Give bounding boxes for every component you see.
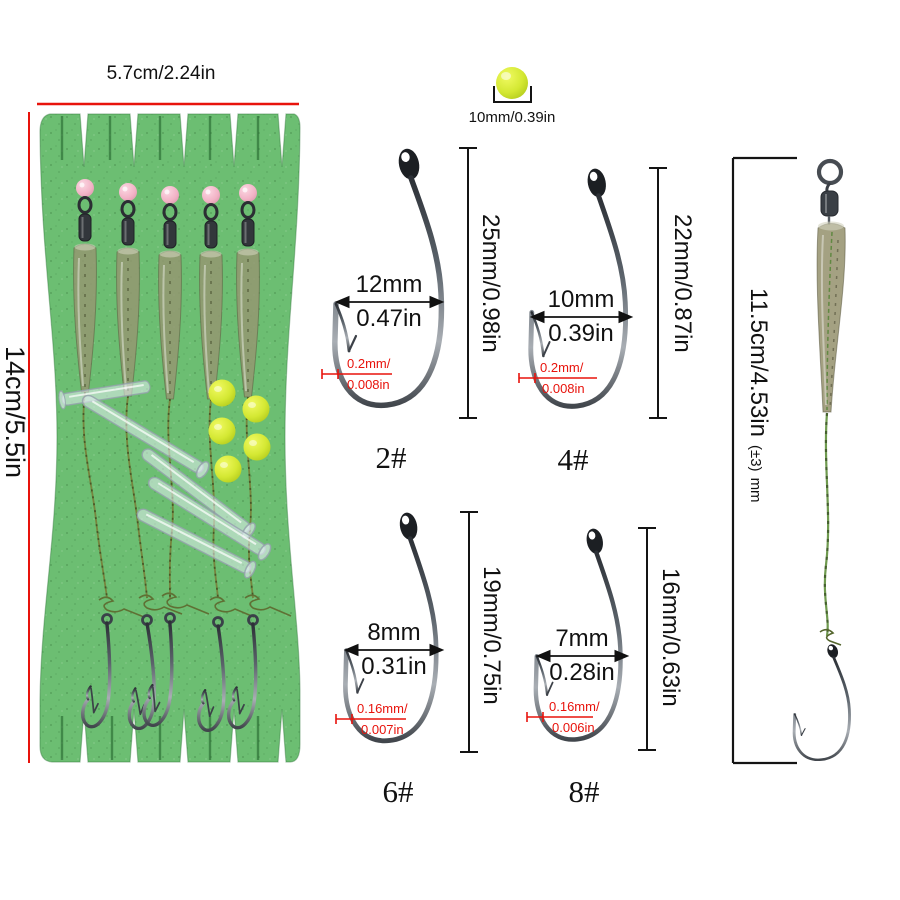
hook8-wire-in: 0.006in (552, 720, 595, 735)
rig-braid (819, 412, 842, 646)
top-boilie-size-label: 10mm/0.39in (468, 109, 556, 126)
hook6-wire-in: 0.007in (361, 722, 404, 737)
hook4-length-label: 22mm/0.87in (669, 214, 696, 353)
ready-rig-length-label: 11.5cm/4.53in (±3) mm (745, 288, 772, 503)
ready-rig (731, 156, 851, 765)
rig-length-value: 11.5cm/4.53in (745, 288, 772, 437)
hook2-wire-in: 0.008in (347, 377, 390, 392)
hook2-gap-mm: 12mm (355, 271, 423, 298)
hook4-size-label: 4# (557, 442, 589, 477)
hook-diagram-6 (335, 511, 478, 753)
hook8-size-label: 8# (568, 774, 600, 809)
boilie-bracket (493, 86, 532, 103)
rig-unit-value: mm (747, 477, 764, 503)
foam-rig-board (39, 113, 301, 763)
hook6-gap-mm: 8mm (367, 619, 421, 646)
rig-length-bracket (731, 156, 797, 765)
rig-tolerance-value: (±3) (747, 444, 764, 472)
board-width-label: 5.7cm/2.24in (106, 63, 216, 84)
board-height-label: 14cm/5.5in (0, 346, 30, 479)
hook-diagram-2 (321, 147, 477, 419)
hook2-wire-mm: 0.2mm/ (347, 356, 391, 371)
hook4-wire-mm: 0.2mm/ (540, 360, 584, 375)
hook2-gap-in: 0.47in (356, 305, 422, 332)
hook-diagram-4 (518, 167, 667, 419)
hook-diagram-8 (526, 527, 656, 751)
knots (98, 592, 292, 618)
hook2-size-label: 2# (375, 440, 407, 475)
yellow-boilie-cluster (208, 379, 271, 483)
top-boilie (493, 67, 532, 103)
rig-swivel (816, 158, 844, 225)
hook6-gap-in: 0.31in (361, 653, 427, 680)
hook8-gap-mm: 7mm (555, 625, 609, 652)
hook6-length-label: 19mm/0.75in (478, 566, 505, 705)
hook4-gap-in: 0.39in (548, 320, 614, 347)
hook4-gap-mm: 10mm (547, 286, 615, 313)
rig-hook (792, 642, 851, 762)
rig-sleeve (816, 221, 846, 413)
board-shape (39, 113, 301, 763)
hook8-length-label: 16mm/0.63in (657, 568, 684, 707)
hook8-wire-mm: 0.16mm/ (549, 699, 600, 714)
hook6-size-label: 6# (382, 774, 414, 809)
hook4-wire-in: 0.008in (542, 381, 585, 396)
hook2-length-label: 25mm/0.98in (477, 214, 504, 353)
hook8-gap-in: 0.28in (549, 659, 615, 686)
hook6-wire-mm: 0.16mm/ (357, 701, 408, 716)
board-dimension-lines (28, 102, 299, 763)
